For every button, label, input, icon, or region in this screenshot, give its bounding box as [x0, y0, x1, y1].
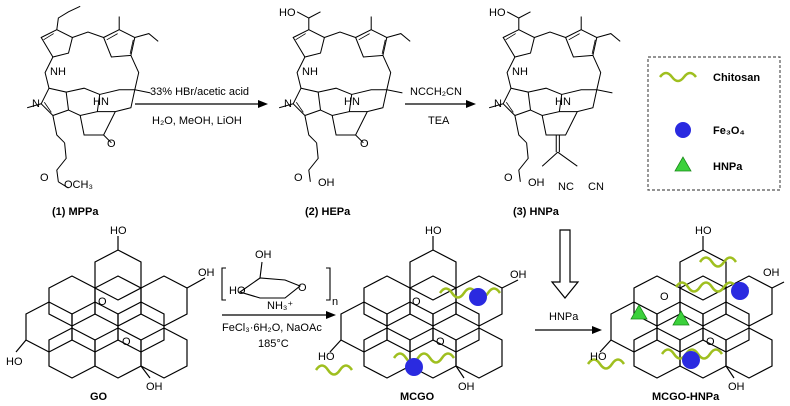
mcgo-hnpa-caption: MCGO-HNPa [652, 391, 720, 403]
hnpa-o-label: O [504, 172, 513, 184]
chitosan-oh-label: OH [255, 249, 272, 261]
hepa-nh-label: NH [302, 66, 318, 78]
wave-icon [659, 71, 697, 83]
mcgo-hnpa-hnpa-marker-1 [630, 304, 648, 320]
mcgo-hnpa-chitosan-wave-4 [698, 256, 738, 268]
hnpa-nh-label: NH [512, 66, 528, 78]
hnpa-structure [489, 11, 621, 182]
step2-reagent-top: NCCH₂CN [410, 86, 462, 98]
mppa-hn-label: HN [93, 96, 109, 108]
mcgo-ho-top: HO [425, 225, 442, 237]
reaction-arrow-1 [135, 100, 268, 108]
mcgo-chitosan-wave-1 [438, 287, 502, 299]
step4-reagent: HNPa [549, 311, 579, 323]
step3-temperature: 185°C [258, 338, 289, 350]
mcgo-epoxide-o2: O [436, 336, 445, 348]
mcgo-chitosan-wave-3 [314, 364, 354, 376]
mcgo-hnpa-oh-right: OH [763, 267, 780, 279]
mppa-och3-label: OCH₃ [64, 179, 93, 191]
mcgo-structure [329, 236, 519, 379]
hnpa-caption: (3) HNPa [513, 206, 560, 218]
hepa-structure [279, 11, 411, 182]
hnpa-oh-label: OH [528, 177, 545, 189]
mcgo-fe3o4-particle-2 [405, 358, 423, 376]
reaction-arrow-4 [535, 326, 602, 334]
hepa-o2-label: O [294, 172, 303, 184]
hnpa-nc-label: NC [558, 181, 574, 193]
go-ho-left: HO [6, 356, 23, 368]
hollow-down-arrow [550, 229, 580, 299]
mcgo-hnpa-chitosan-wave-3 [586, 358, 626, 370]
reaction-arrow-3 [222, 311, 336, 319]
hepa-oh-label: OH [318, 177, 335, 189]
mcgo-hnpa-hnpa-marker-2 [672, 310, 690, 326]
hepa-caption: (2) HEPa [305, 206, 351, 218]
mppa-o-label: O [107, 138, 116, 150]
mcgo-oh-right: OH [510, 269, 527, 281]
step1-reagent-top: 33% HBr/acetic acid [150, 86, 249, 98]
hnpa-ho-label: HO [489, 7, 506, 19]
step2-reagent-bottom: TEA [428, 115, 450, 127]
mcgo-epoxide-o1: O [412, 296, 421, 308]
go-oh-right: OH [198, 267, 215, 279]
chitosan-n-subscript: n [332, 296, 338, 308]
chitosan-unit [221, 261, 331, 301]
mppa-n-label: N [32, 98, 40, 110]
mcgo-ho-left: HO [318, 351, 335, 363]
hepa-o-label: O [360, 138, 369, 150]
hnpa-hn-label: HN [555, 96, 571, 108]
hepa-n-label: N [284, 98, 292, 110]
legend-box: Chitosan Fe₃O₄ HNPa [647, 56, 781, 191]
mcgo-hnpa-ho-top: HO [695, 225, 712, 237]
mcgo-hnpa-fe3o4-particle-2 [682, 351, 700, 369]
legend-label-fe3o4: Fe₃O₄ [713, 125, 745, 137]
hepa-ho-label: HO [279, 7, 296, 19]
hepa-hn-label: HN [344, 96, 360, 108]
go-ho-top: HO [110, 225, 127, 237]
hnpa-cn-label: CN [588, 181, 604, 193]
mcgo-chitosan-wave-2 [392, 352, 456, 364]
mppa-structure [27, 5, 159, 189]
mcgo-oh-bottom: OH [458, 381, 475, 393]
triangle-icon [674, 156, 692, 172]
mcgo-hnpa-ho-left: HO [590, 351, 607, 363]
go-epoxide-o2: O [122, 336, 131, 348]
go-oh-bottom: OH [146, 381, 163, 393]
go-epoxide-o1: O [98, 296, 107, 308]
legend-label-hnpa: HNPa [713, 161, 743, 173]
mcgo-fe3o4-particle-1 [469, 288, 487, 306]
mcgo-hnpa-epoxide-o1: O [660, 291, 669, 303]
mcgo-hnpa-fe3o4-particle-1 [731, 282, 749, 300]
chitosan-ho-label: HO [229, 285, 246, 297]
step3-reagent: FeCl₃·6H₂O, NaOAc [222, 322, 322, 334]
go-structure [15, 236, 206, 379]
step1-reagent-bottom: H₂O, MeOH, LiOH [152, 115, 242, 127]
mcgo-caption: MCGO [400, 391, 435, 403]
chitosan-nh3-label: NH₃⁺ [267, 300, 293, 312]
mppa-nh-label: NH [50, 66, 66, 78]
mcgo-hnpa-chitosan-wave-2 [660, 348, 724, 360]
circle-icon [675, 122, 691, 138]
go-caption: GO [90, 391, 108, 403]
mcgo-hnpa-epoxide-o2: O [706, 336, 715, 348]
legend-label-chitosan: Chitosan [713, 72, 760, 84]
mppa-caption: (1) MPPa [52, 206, 99, 218]
mcgo-hnpa-oh-bottom: OH [728, 381, 745, 393]
chitosan-o-label: O [298, 282, 307, 294]
mppa-o2-label: O [40, 172, 49, 184]
reaction-arrow-2 [405, 100, 476, 108]
hnpa-n-label: N [494, 98, 502, 110]
